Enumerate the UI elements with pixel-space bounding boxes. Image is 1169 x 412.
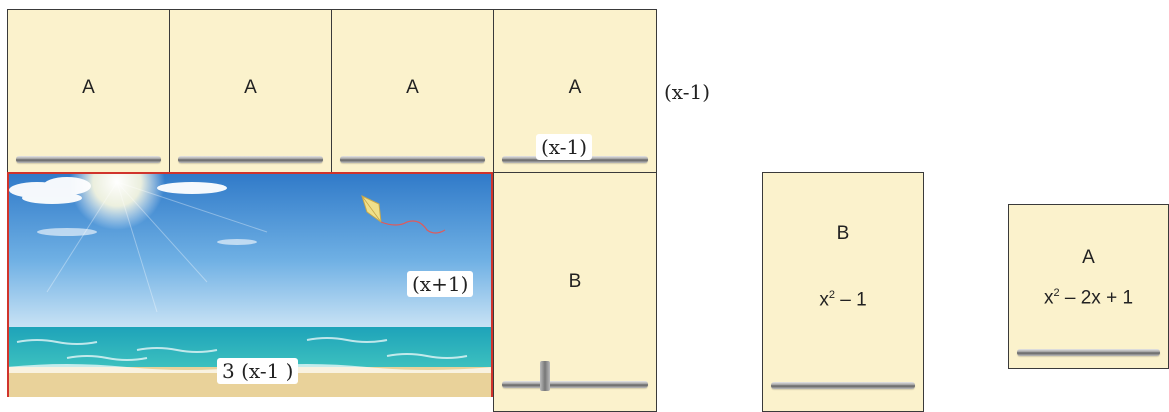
- panel-a-3-rod: [340, 156, 485, 163]
- kite-icon: [361, 195, 446, 234]
- card-b: B x2 – 1: [762, 172, 924, 412]
- picture-height-label: (x+1): [407, 271, 474, 297]
- card-b-formula: x2 – 1: [763, 289, 923, 311]
- card-a: A x2 – 2x + 1: [1008, 204, 1169, 369]
- panel-width-label: (x-1): [536, 134, 593, 160]
- beach-picture: (x+1) 3 (x-1 ): [7, 172, 493, 397]
- card-a-rod: [1017, 349, 1160, 356]
- rod-bracket-icon: [540, 361, 550, 391]
- card-b-formula-exponent: 2: [828, 289, 835, 301]
- panel-a-4: A (x-1): [493, 9, 657, 173]
- card-a-formula-exponent: 2: [1053, 287, 1060, 299]
- panel-a-1-label: A: [82, 77, 95, 98]
- beach-scene: [9, 174, 491, 397]
- panel-a-3-label: A: [406, 77, 419, 98]
- picture-width-label: 3 (x-1 ): [217, 358, 299, 384]
- panel-b-adjacent-label: B: [568, 271, 582, 292]
- panel-b-adjacent: B: [493, 172, 657, 412]
- panel-a-3: A: [331, 9, 494, 173]
- card-b-formula-base: x: [819, 289, 829, 311]
- card-b-label: B: [836, 223, 850, 244]
- panel-height-label: (x-1): [664, 80, 711, 104]
- card-b-rod: [771, 382, 915, 389]
- card-b-formula-rest: – 1: [834, 289, 867, 311]
- card-a-formula-base: x: [1043, 287, 1054, 309]
- panel-a-2: A: [169, 9, 332, 173]
- card-a-formula-rest: – 2x + 1: [1059, 287, 1134, 309]
- panel-a-1: A: [7, 9, 170, 173]
- panel-a-2-label: A: [244, 77, 257, 98]
- card-a-formula: x2 – 2x + 1: [1009, 287, 1168, 309]
- panel-a-1-rod: [16, 156, 161, 163]
- panel-a-4-label: A: [568, 77, 582, 98]
- panel-b-adjacent-rod: [502, 381, 648, 388]
- card-a-label: A: [1082, 247, 1095, 268]
- panel-a-2-rod: [178, 156, 323, 163]
